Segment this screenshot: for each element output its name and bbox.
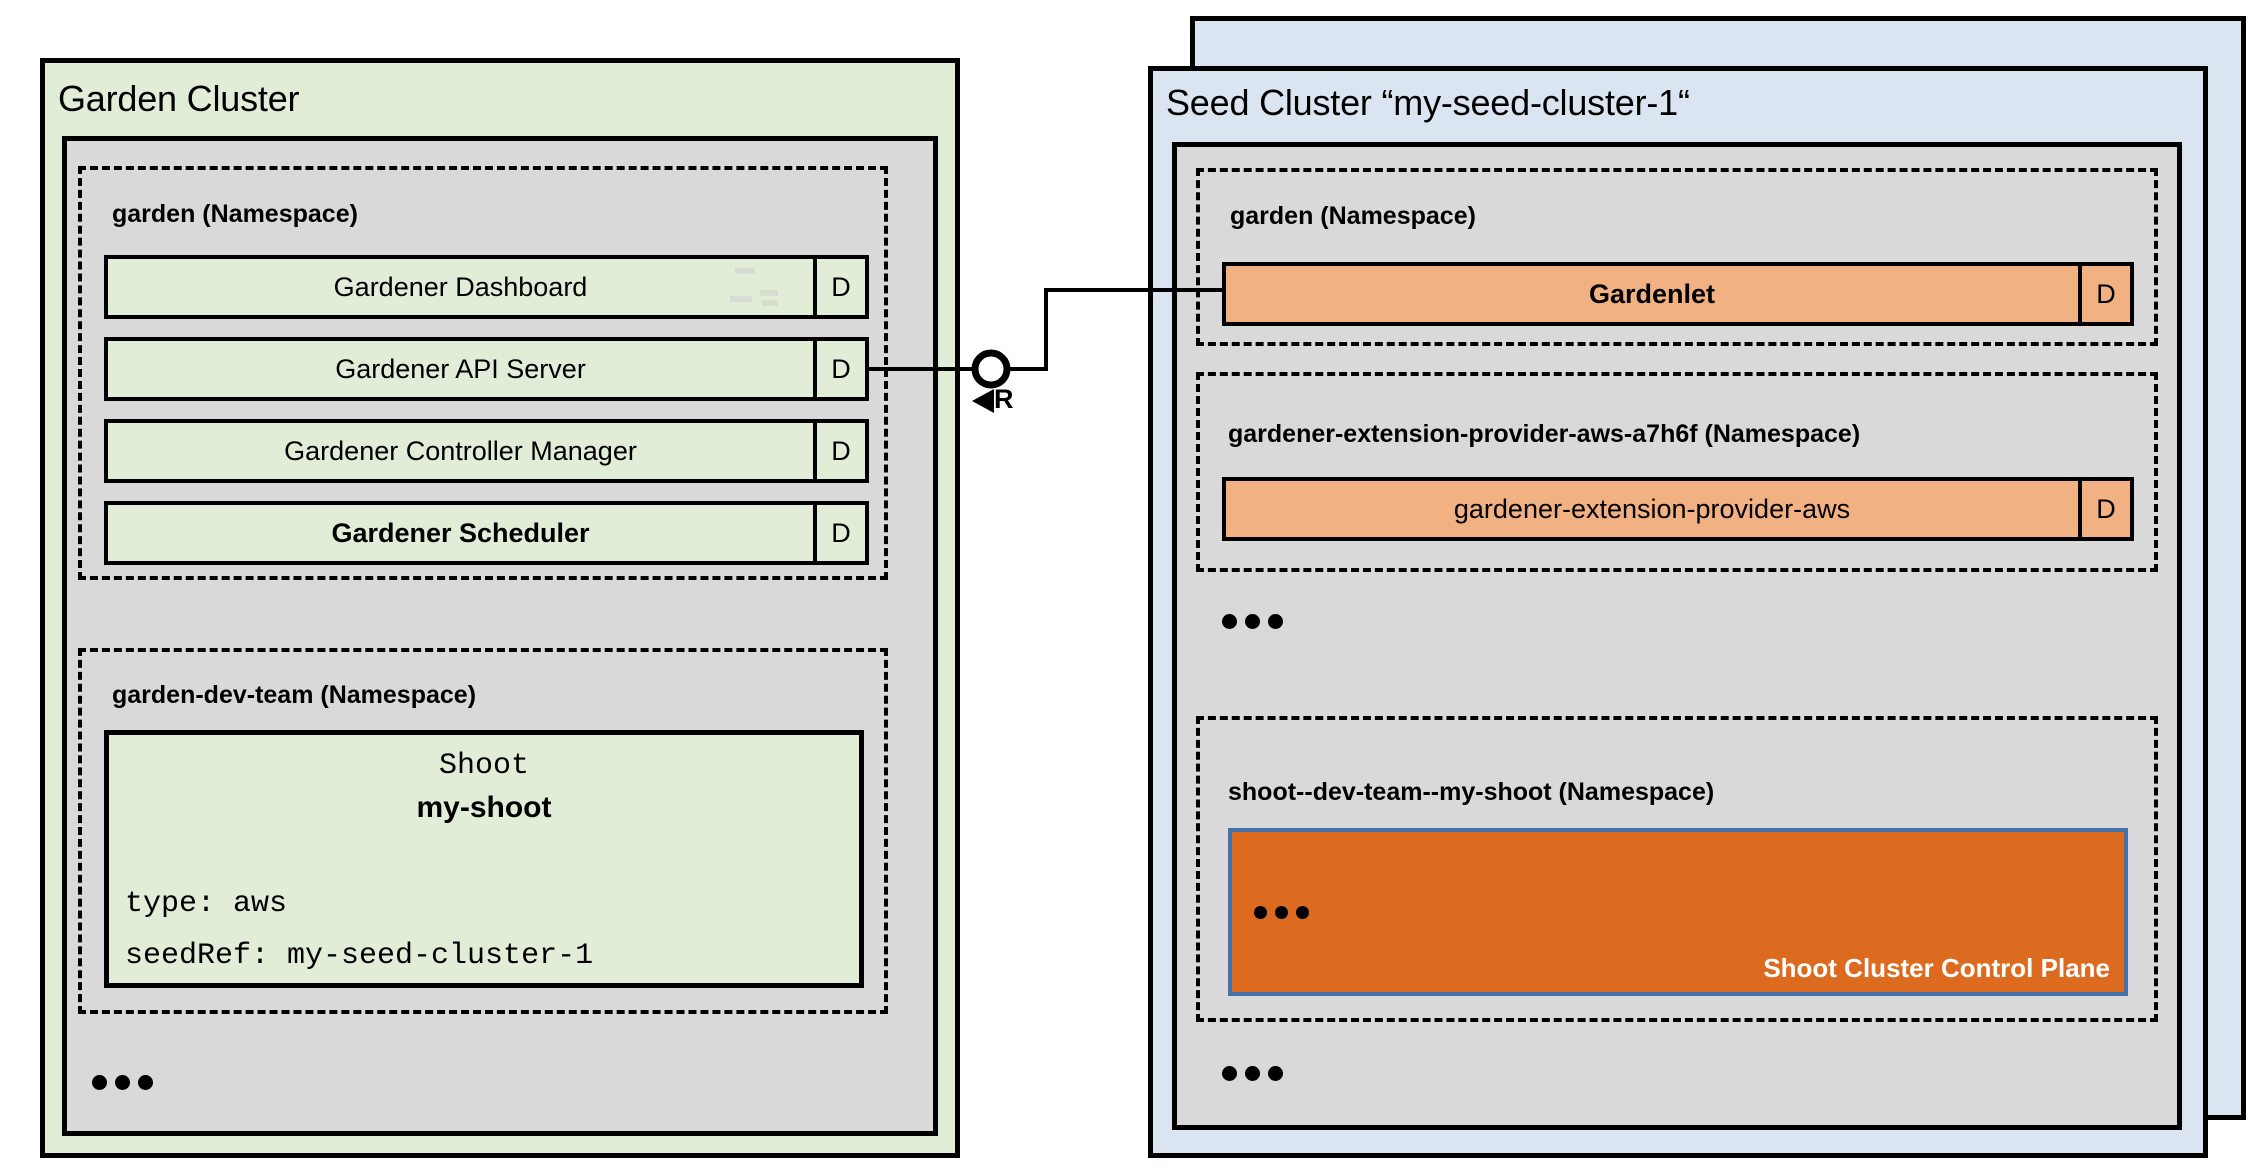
component-gardener-dashboard-kind: D [813,259,865,315]
control-plane-label: Shoot Cluster Control Plane [1763,953,2110,983]
control-plane-more-indicator [1254,906,1309,919]
shoot-resource-card[interactable]: Shoot my-shoot type: aws seedRef: my-see… [104,730,864,988]
component-gardener-extension-provider-aws[interactable]: gardener-extension-provider-aws D [1222,477,2134,541]
connector-label: R [994,384,1014,414]
dashboard-ghost-mark-3 [760,290,778,296]
component-gardener-dashboard[interactable]: Gardener Dashboard D [104,255,869,319]
garden-namespace-frame [78,166,888,580]
extension-namespace-frame [1196,372,2158,572]
component-gardener-dashboard-label: Gardener Dashboard [333,271,588,302]
component-gardener-scheduler-label: Gardener Scheduler [331,517,590,548]
component-gardener-controller-manager[interactable]: Gardener Controller Manager D [104,419,869,483]
garden-dev-team-namespace-label: garden-dev-team (Namespace) [112,681,477,709]
shoot-namespace-frame [1196,716,2158,1022]
shoot-resource-spec-type: type: aws [125,887,288,921]
garden-namespace-label: garden (Namespace) [112,200,358,228]
shoot-resource-spec-seedref: seedRef: my-seed-cluster-1 [125,939,594,973]
component-gardener-controller-manager-kind: D [813,423,865,479]
component-gardener-api-server-kind: D [813,341,865,397]
component-gardenlet-kind: D [2078,266,2130,322]
shoot-resource-name: my-shoot [416,791,552,824]
component-gardenlet[interactable]: Gardenlet D [1222,262,2134,326]
shoot-resource-kind: Shoot [438,749,529,783]
component-gardener-scheduler[interactable]: Gardener Scheduler D [104,501,869,565]
garden-dev-team-namespace-frame [78,648,888,1014]
dashboard-ghost-mark-1 [735,268,755,274]
seed-cluster-title: Seed Cluster “my-seed-cluster-1“ [1166,82,1690,123]
component-gardener-controller-manager-label: Gardener Controller Manager [284,435,637,466]
extension-namespace-label: gardener-extension-provider-aws-a7h6f (N… [1228,420,1861,448]
seed-garden-namespace-frame [1196,168,2158,346]
shoot-cluster-control-plane[interactable]: Shoot Cluster Control Plane [1228,828,2128,996]
seed-garden-namespace-label: garden (Namespace) [1230,202,1476,230]
shoot-namespace-label: shoot--dev-team--my-shoot (Namespace) [1228,778,1715,806]
component-gardenlet-label: Gardenlet [1588,278,1716,309]
component-gardener-extension-provider-aws-label: gardener-extension-provider-aws [1453,493,1851,524]
dashboard-ghost-mark-4 [762,300,778,306]
dashboard-ghost-mark-2 [730,296,752,302]
component-gardener-extension-provider-aws-kind: D [2078,481,2130,537]
seed-cluster-more-indicator-bottom [1222,1066,1283,1081]
component-gardener-api-server-label: Gardener API Server [335,353,586,384]
garden-cluster-title: Garden Cluster [58,78,300,119]
component-gardener-scheduler-kind: D [813,505,865,561]
garden-cluster-more-indicator [92,1075,153,1090]
component-gardener-api-server[interactable]: Gardener API Server D [104,337,869,401]
seed-cluster-more-indicator-middle [1222,614,1283,629]
